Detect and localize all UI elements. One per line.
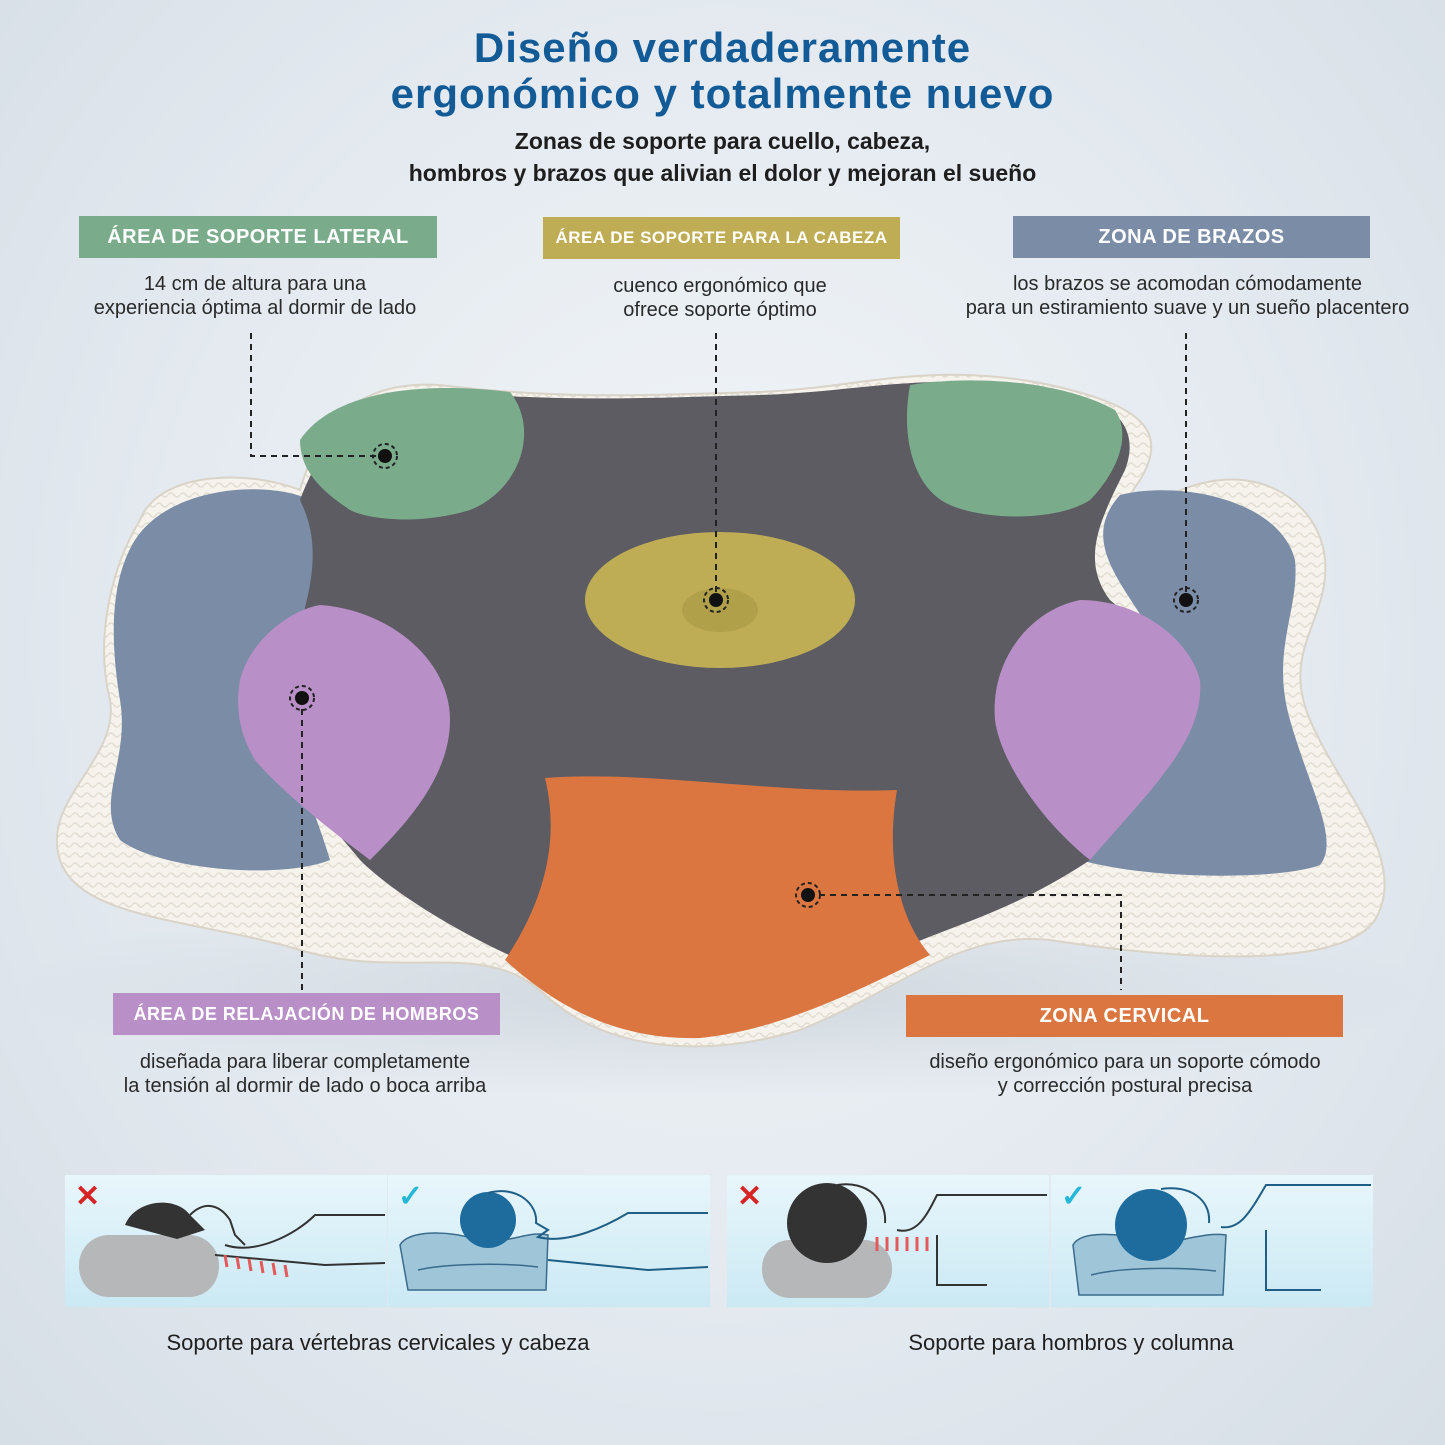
marker-arms — [1173, 587, 1199, 613]
title-line-2: ergonómico y totalmente nuevo — [390, 70, 1055, 117]
cross-icon: ✕ — [737, 1180, 763, 1213]
check-icon: ✓ — [1061, 1180, 1087, 1213]
check-icon: ✓ — [398, 1180, 424, 1213]
connector-lines — [250, 333, 1187, 990]
desc-cervical-line-1: diseño ergonómico para un soporte cómodo — [929, 1051, 1321, 1073]
desc-arms-line-2: para un estiramiento suave y un sueño pl… — [965, 297, 1410, 319]
markers — [289, 443, 1199, 908]
desc-head: cuenco ergonómico que ofrece soporte ópt… — [520, 274, 920, 322]
desc-lateral-line-2: experiencia óptima al dormir de lado — [93, 297, 417, 319]
subtitle-line-1: Zonas de soporte para cuello, cabeza, — [514, 128, 931, 154]
shoulders-zone-right — [994, 600, 1201, 860]
panel-bad-neck: ✕ — [65, 1175, 387, 1307]
label-shoulders: ÁREA DE RELAJACIÓN DE HOMBROS — [113, 993, 500, 1035]
label-lateral: ÁREA DE SOPORTE LATERAL — [79, 216, 437, 258]
panel-bad-shoulder: ✕ — [727, 1175, 1049, 1307]
marker-head — [703, 587, 729, 613]
lateral-zone-right — [906, 380, 1123, 517]
shoulders-zone-left — [238, 605, 450, 860]
panel-good-shoulder: ✓ — [1051, 1175, 1373, 1307]
cervical-zone — [505, 776, 930, 1039]
subtitle-line-2: hombros y brazos que alivian el dolor y … — [408, 160, 1037, 186]
caption-neck: Soporte para vértebras cervicales y cabe… — [166, 1330, 590, 1355]
label-cervical: ZONA CERVICAL — [906, 995, 1343, 1037]
desc-arms: los brazos se acomodan cómodamente para … — [940, 272, 1435, 320]
desc-arms-line-1: los brazos se acomodan cómodamente — [1012, 273, 1363, 295]
pillow-center — [276, 381, 1149, 1001]
desc-shoulders: diseñada para liberar completamente la t… — [90, 1050, 520, 1098]
desc-shoulders-line-1: diseñada para liberar completamente — [139, 1051, 471, 1073]
desc-shoulders-line-2: la tensión al dormir de lado o boca arri… — [123, 1075, 487, 1097]
desc-cervical-line-2: y corrección postural precisa — [997, 1075, 1253, 1097]
label-arms: ZONA DE BRAZOS — [1013, 216, 1370, 258]
marker-cervical — [795, 882, 821, 908]
desc-lateral: 14 cm de altura para una experiencia ópt… — [40, 272, 470, 320]
caption-shoulder: Soporte para hombros y columna — [908, 1330, 1234, 1355]
desc-head-line-1: cuenco ergonómico que — [613, 275, 827, 297]
panel-good-neck: ✓ — [388, 1175, 710, 1307]
desc-lateral-line-1: 14 cm de altura para una — [143, 273, 367, 295]
desc-head-line-2: ofrece soporte óptimo — [623, 299, 817, 321]
marker-lateral — [372, 443, 398, 469]
desc-cervical: diseño ergonómico para un soporte cómodo… — [900, 1050, 1350, 1098]
lateral-zone-left — [300, 388, 525, 520]
label-head: ÁREA DE SOPORTE PARA LA CABEZA — [543, 217, 900, 259]
title-line-1: Diseño verdaderamente — [473, 24, 972, 71]
cross-icon: ✕ — [75, 1180, 101, 1213]
marker-shoulders — [289, 685, 315, 711]
